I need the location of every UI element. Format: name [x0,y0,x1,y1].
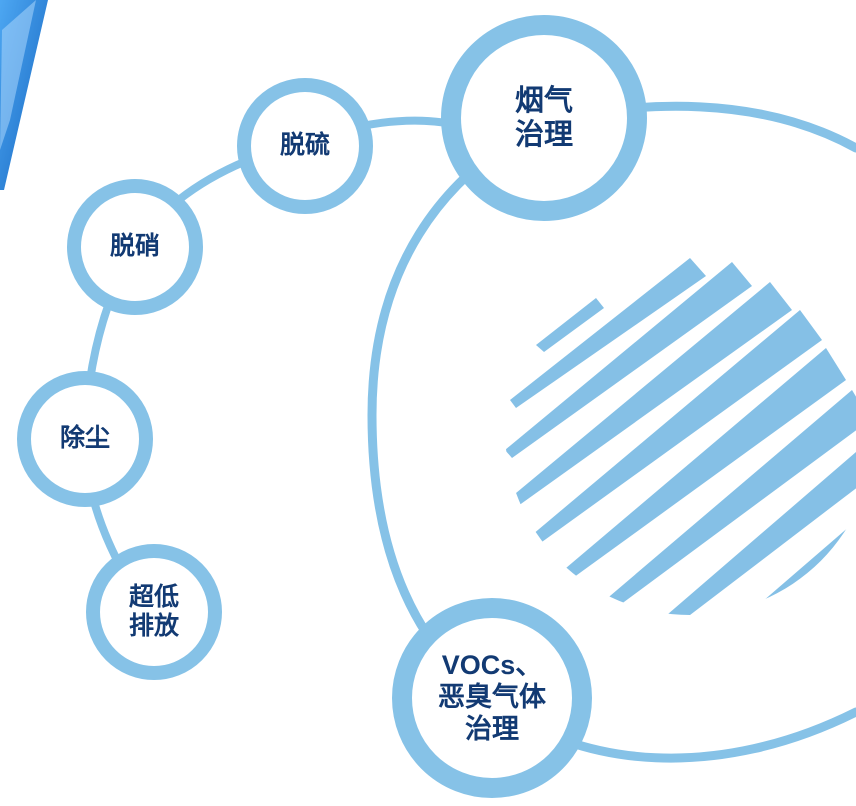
node-vocs-line2: 恶臭气体 [438,682,546,713]
node-tuoxiao: 脱硝 [67,179,203,315]
node-vocs-line1: VOCs、 [441,650,543,681]
node-vocs: VOCs、 恶臭气体 治理 [392,598,592,798]
node-chaodi-line2: 排放 [128,612,179,640]
node-chaodi-line1: 超低 [128,582,179,611]
node-vocs-line3: 治理 [465,713,519,744]
corner-decoration [0,0,48,190]
node-tuoliu: 脱硫 [237,78,373,214]
node-tuoliu-label: 脱硫 [279,131,330,160]
node-yanqi-zhili: 烟气 治理 [441,15,647,221]
node-chucheng: 除尘 [17,371,153,507]
node-chaodi-paifang: 超低 排放 [86,544,222,680]
node-yanqi-line1: 烟气 [514,84,573,117]
node-chucheng-label: 除尘 [59,424,110,453]
node-tuoxiao-label: 脱硝 [109,232,160,261]
node-yanqi-line2: 治理 [514,119,573,151]
